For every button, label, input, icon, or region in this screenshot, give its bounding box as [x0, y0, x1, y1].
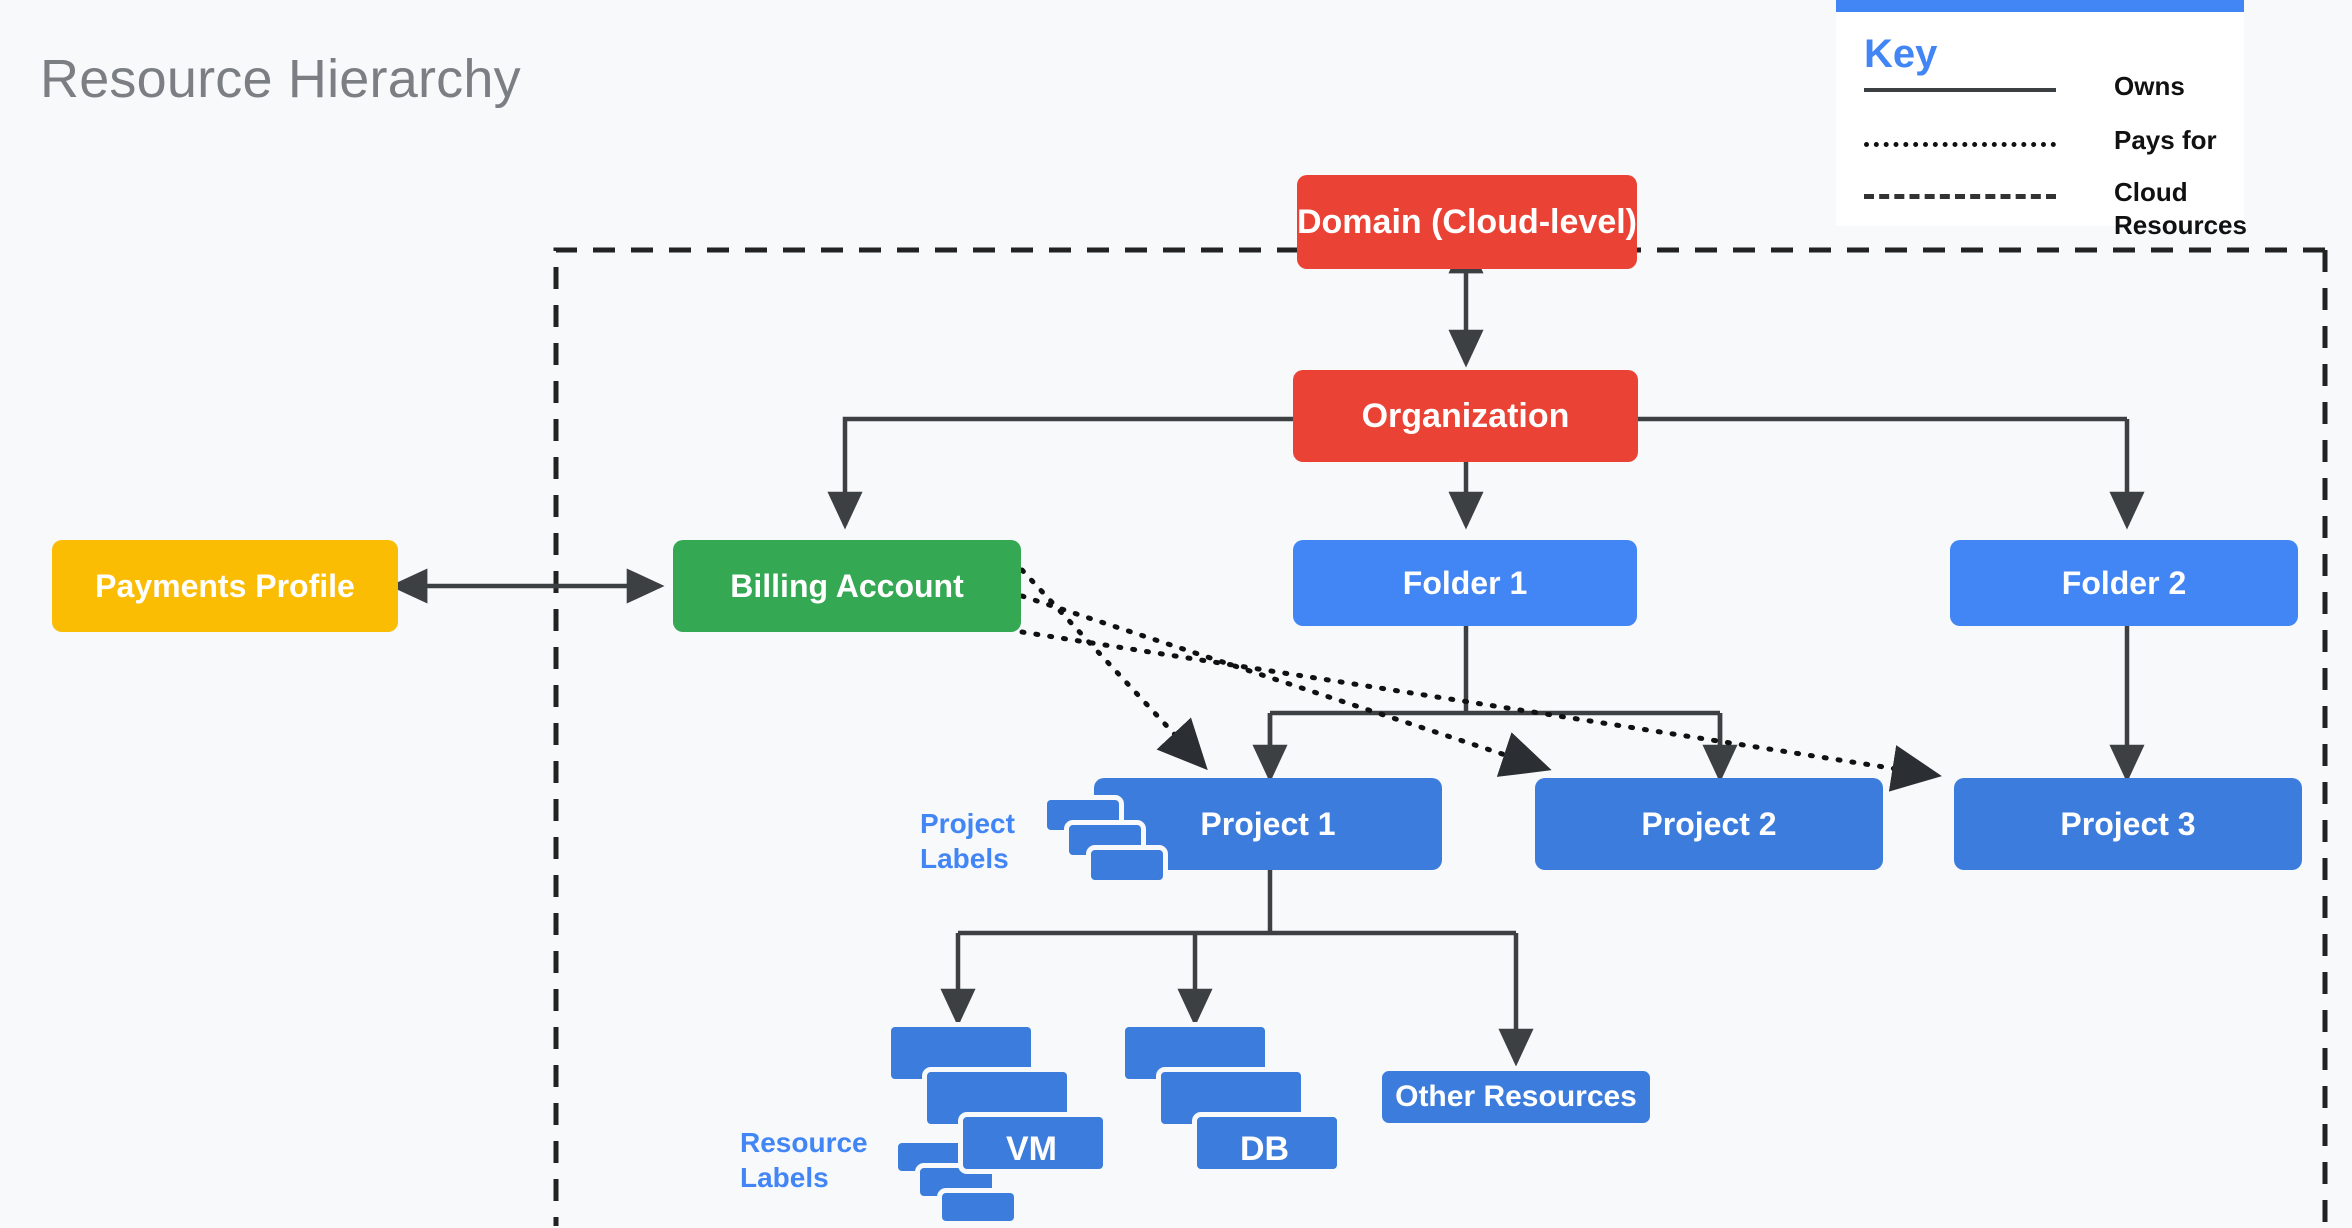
node-organization[interactable]: Organization — [1293, 370, 1638, 462]
project-labels-line-1: Project — [920, 808, 1015, 839]
node-db-stack[interactable] — [1120, 1022, 1380, 1192]
key-row-pays-for: Pays for — [1864, 122, 2244, 166]
key-row-cloud-resources: Cloud Resources — [1864, 174, 2247, 240]
node-project-3-label: Project 3 — [2060, 805, 2196, 842]
project-labels-annotation: Project Labels — [920, 806, 1015, 876]
node-project-1[interactable]: Project 1 — [1094, 778, 1442, 870]
vm-card-front — [958, 1112, 1108, 1174]
pays-for-line-icon — [1864, 142, 2056, 147]
key-label-owns: Owns — [2114, 71, 2185, 101]
node-folder-1[interactable]: Folder 1 — [1293, 540, 1637, 626]
key-label-cloud-resources: Cloud Resources — [2114, 177, 2247, 240]
node-project-1-label: Project 1 — [1200, 805, 1336, 842]
node-project-3[interactable]: Project 3 — [1954, 778, 2302, 870]
key-accent-bar — [1836, 0, 2244, 12]
project-label-chip-3 — [1086, 845, 1168, 885]
resource-labels-line-1: Resource — [740, 1127, 868, 1158]
node-other-resources-label: Other Resources — [1395, 1080, 1637, 1113]
edge-project1-children — [958, 869, 1516, 936]
key-row-owns: Owns — [1864, 68, 2244, 112]
node-domain[interactable]: Domain (Cloud-level) — [1297, 175, 1637, 269]
edge-billing-pays-project3 — [1019, 629, 1942, 792]
edge-billing-pays-project1 — [1019, 567, 1208, 771]
project-labels-line-2: Labels — [920, 843, 1009, 874]
node-domain-label: Domain (Cloud-level) — [1296, 202, 1638, 241]
cloud-resources-line-icon — [1864, 194, 2056, 199]
resource-label-chip-3 — [937, 1188, 1019, 1226]
node-folder-2-label: Folder 2 — [2061, 564, 2187, 601]
resource-labels-annotation: Resource Labels — [740, 1125, 868, 1195]
node-folder-2[interactable]: Folder 2 — [1950, 540, 2298, 626]
node-payments-profile-label: Payments Profile — [95, 567, 355, 604]
key-label-pays-for: Pays for — [2114, 125, 2217, 155]
key-legend: Key Owns Pays for Cloud Resources — [1836, 0, 2247, 240]
node-vm-stack[interactable] — [886, 1022, 1146, 1192]
node-billing-account-label: Billing Account — [730, 567, 964, 604]
node-organization-label: Organization — [1361, 396, 1570, 435]
node-project-2-label: Project 2 — [1641, 805, 1777, 842]
project-labels-stack — [1042, 795, 1182, 890]
edge-organization-billing — [845, 416, 1293, 525]
db-card-front — [1192, 1112, 1342, 1174]
owns-line-icon — [1864, 88, 2056, 92]
edge-folder1-children — [1267, 625, 1723, 770]
node-billing-account[interactable]: Billing Account — [673, 540, 1021, 632]
node-payments-profile[interactable]: Payments Profile — [52, 540, 398, 632]
node-other-resources[interactable]: Other Resources — [1377, 1066, 1655, 1128]
page-title: Resource Hierarchy — [40, 49, 521, 109]
key-title: Key — [1864, 32, 1938, 76]
node-folder-1-label: Folder 1 — [1402, 564, 1528, 601]
node-project-2[interactable]: Project 2 — [1535, 778, 1883, 870]
cloud-resources-boundary — [553, 247, 2325, 1226]
resource-labels-line-2: Labels — [740, 1162, 829, 1193]
